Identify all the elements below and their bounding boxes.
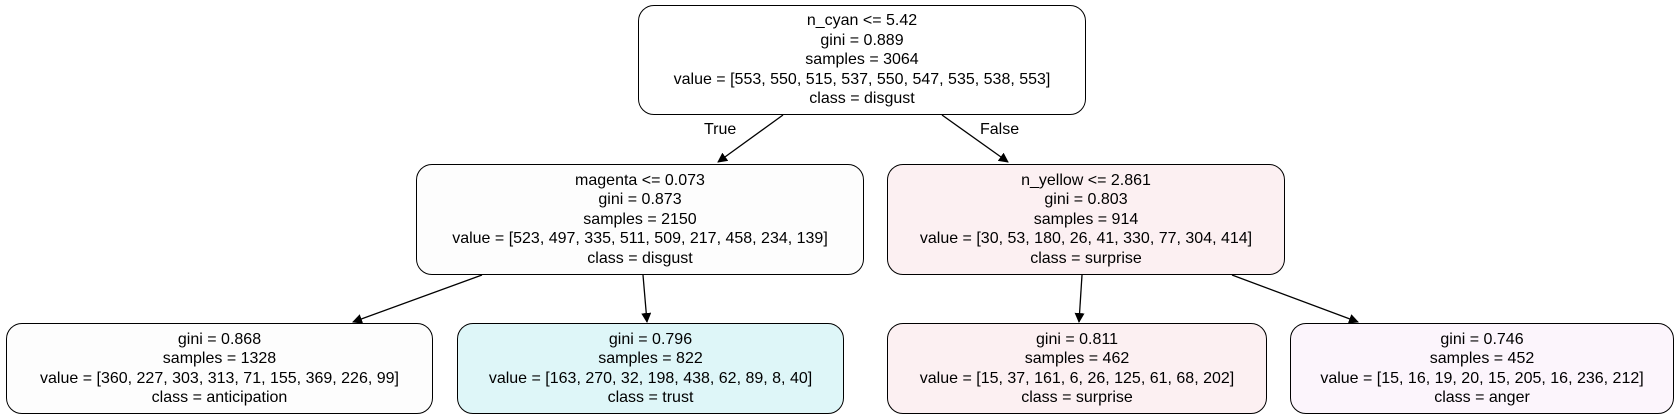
leaf4-class: class = anger: [1434, 389, 1530, 406]
leaf-node-4: gini = 0.746 samples = 452 value = [15, …: [1290, 323, 1674, 414]
leaf2-value: value = [163, 270, 32, 198, 438, 62, 89,…: [488, 369, 813, 387]
leaf-node-3: gini = 0.811 samples = 462 value = [15, …: [887, 323, 1267, 414]
root-split: n_cyan <= 5.42: [806, 12, 918, 30]
left-gini: gini = 0.873: [598, 191, 682, 209]
leaf3-value: value = [15, 37, 161, 6, 26, 125, 61, 68…: [919, 369, 1235, 387]
leaf2-class: class = trust: [607, 389, 694, 406]
root-gini: gini = 0.889: [820, 31, 904, 49]
right-gini: gini = 0.803: [1044, 191, 1128, 209]
leaf1-samples: samples = 1328: [162, 350, 277, 367]
leaf-node-2: gini = 0.796 samples = 822 value = [163,…: [457, 323, 844, 414]
leaf3-class: class = surprise: [1021, 389, 1133, 406]
left-node: magenta <= 0.073 gini = 0.873 samples = …: [416, 164, 864, 275]
root-node: n_cyan <= 5.42 gini = 0.889 samples = 30…: [638, 5, 1086, 115]
root-value: value = [553, 550, 515, 537, 550, 547, 5…: [673, 70, 1051, 88]
edge-label-false: False: [980, 121, 1020, 138]
right-node: n_yellow <= 2.861 gini = 0.803 samples =…: [887, 164, 1285, 275]
leaf1-value: value = [360, 227, 303, 313, 71, 155, 36…: [40, 369, 399, 387]
edge-left-leaf1: [352, 274, 483, 324]
leaf3-samples: samples = 462: [1024, 350, 1130, 367]
edge-root-right: [941, 114, 1009, 163]
edge-label-true: True: [704, 121, 737, 138]
left-samples: samples = 2150: [583, 210, 697, 228]
leaf1-gini: gini = 0.868: [177, 330, 262, 348]
right-split: n_yellow <= 2.861: [1021, 171, 1151, 189]
edge-left-leaf2: [641, 274, 652, 323]
right-class: class = surprise: [1030, 249, 1142, 267]
right-value: value = [30, 53, 180, 26, 41, 330, 77, 3…: [919, 230, 1253, 248]
edge-right-leaf3: [1074, 274, 1085, 323]
edge-root-left: [717, 114, 784, 163]
leaf1-class: class = anticipation: [151, 389, 288, 406]
leaf2-samples: samples = 822: [598, 350, 703, 367]
root-samples: samples = 3064: [805, 51, 919, 69]
right-samples: samples = 914: [1033, 210, 1139, 228]
left-class: class = disgust: [587, 249, 693, 267]
leaf4-value: value = [15, 16, 19, 20, 15, 205, 16, 23…: [1320, 369, 1644, 387]
root-class: class = disgust: [809, 90, 915, 108]
leaf4-samples: samples = 452: [1429, 350, 1535, 367]
leaf3-gini: gini = 0.811: [1036, 330, 1118, 348]
leaf4-gini: gini = 0.746: [1440, 330, 1524, 348]
leaf-node-1: gini = 0.868 samples = 1328 value = [360…: [6, 323, 433, 414]
edge-right-leaf4: [1231, 274, 1359, 324]
left-value: value = [523, 497, 335, 511, 509, 217, 4…: [452, 230, 828, 248]
left-split: magenta <= 0.073: [575, 171, 705, 189]
leaf2-gini: gini = 0.796: [608, 330, 693, 348]
